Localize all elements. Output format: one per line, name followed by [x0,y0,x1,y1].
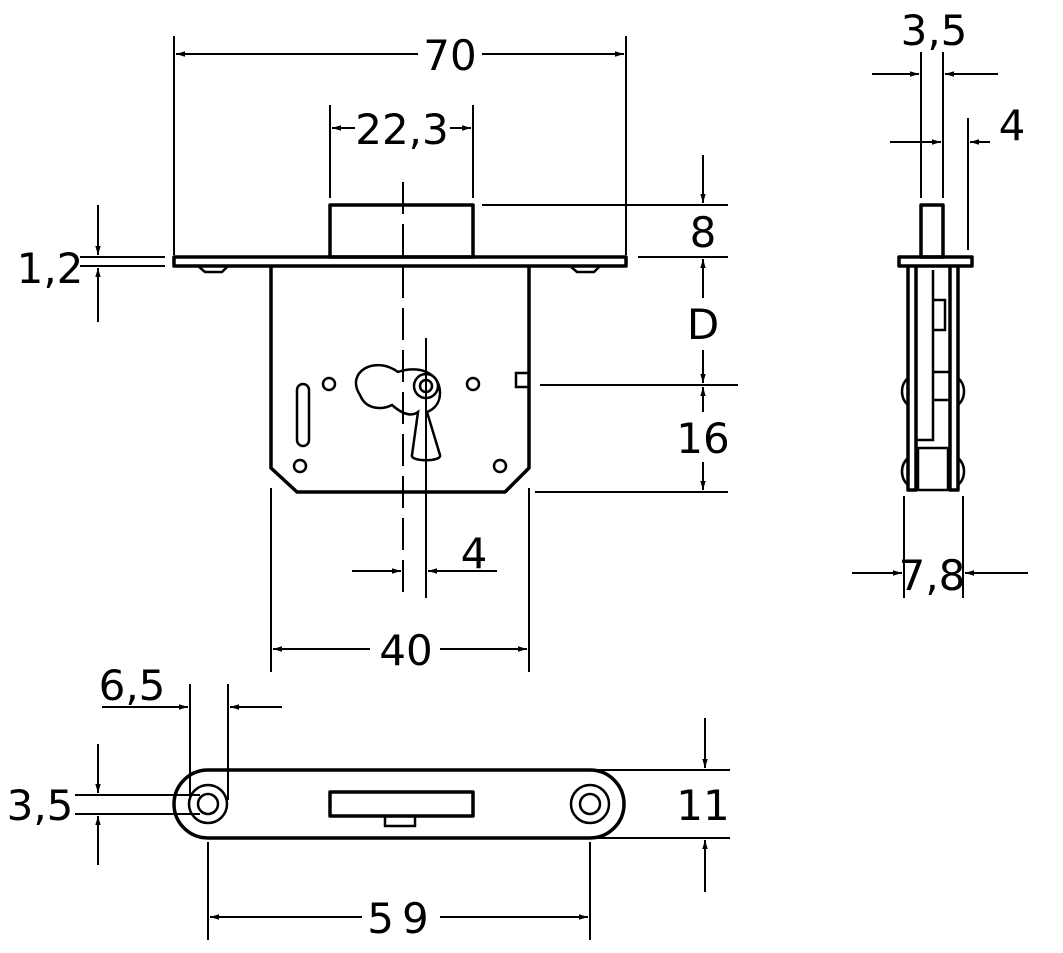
screw-hole [492,458,508,474]
label-key-offset: 16 [676,414,729,463]
label-strike-hole-spacing: 59 [367,894,436,943]
label-side-plate: 4 [999,101,1026,150]
label-strike-hole-dia: 6,5 [99,661,166,710]
keyhole [354,363,442,462]
label-key-slot: 4 [461,529,488,578]
screw-hole [465,376,481,392]
label-backset: D [687,300,719,349]
label-case-width: 40 [379,626,432,675]
label-strike-height: 11 [676,781,729,830]
strike-dimensions [75,684,730,940]
dimension-labels: 70 22,3 8 1,2 D 16 4 40 3,5 4 7,8 6,5 3,… [7,6,1026,943]
faceplate [172,255,628,268]
label-front-width: 70 [423,31,476,80]
slot [295,382,311,448]
label-side-bolt: 3,5 [901,6,968,55]
side-dimensions [852,52,1028,598]
label-bolt-width: 22,3 [355,105,449,154]
label-faceplate-thickness: 1,2 [17,244,84,293]
lock-case [269,266,531,494]
screw-hole [292,458,308,474]
bolt [328,203,475,259]
strike-plate [172,768,626,840]
side-view [897,203,974,492]
label-side-depth: 7,8 [899,551,966,600]
front-view [172,182,628,598]
label-bolt-height: 8 [690,208,717,257]
screw-hole [321,376,337,392]
front-dimensions [80,36,738,672]
label-strike-hole-height: 3,5 [7,781,74,830]
